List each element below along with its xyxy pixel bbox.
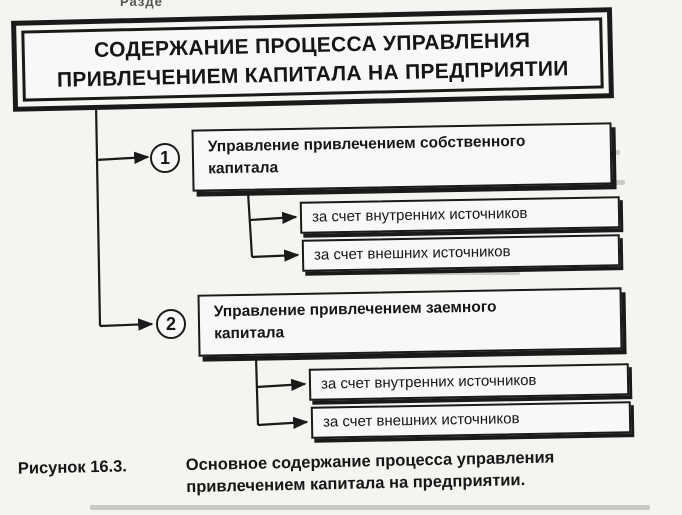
branch-1-arrow [95, 151, 150, 164]
branch-1-source-1-arrow [249, 211, 298, 225]
branch-2-source-2-box: за счет внешних источников [310, 401, 632, 439]
page-header-fragment: Разде [120, 0, 163, 9]
branch-1-source-1-box: за счет внутренних источников [299, 196, 621, 234]
branch-1-source-2-box: за счет внешних источников [301, 234, 621, 272]
diagram-title-box: СОДЕРЖАНИЕ ПРОЦЕССА УПРАВЛЕНИЯ ПРИВЛЕЧЕН… [11, 7, 614, 112]
branch-1-main-box: Управление привлечением собственного кап… [191, 122, 613, 192]
branch-2-subtrunk [254, 356, 260, 426]
branch-1-number-circle: 1 [150, 143, 180, 173]
branch-2-source-1-arrow [256, 378, 307, 392]
branch-1-subtrunk [246, 191, 254, 258]
branch-2-main-box: Управление привлечением заемного капитал… [197, 287, 623, 357]
branch-1-source-2-arrow [251, 249, 300, 262]
trunk-line [94, 102, 102, 327]
branch-2-number-circle: 2 [156, 309, 186, 339]
branch-2-source-1-box: за счет внутренних источников [308, 363, 630, 401]
branch-2-source-2-arrow [257, 416, 309, 429]
branch-2-arrow [99, 318, 154, 331]
